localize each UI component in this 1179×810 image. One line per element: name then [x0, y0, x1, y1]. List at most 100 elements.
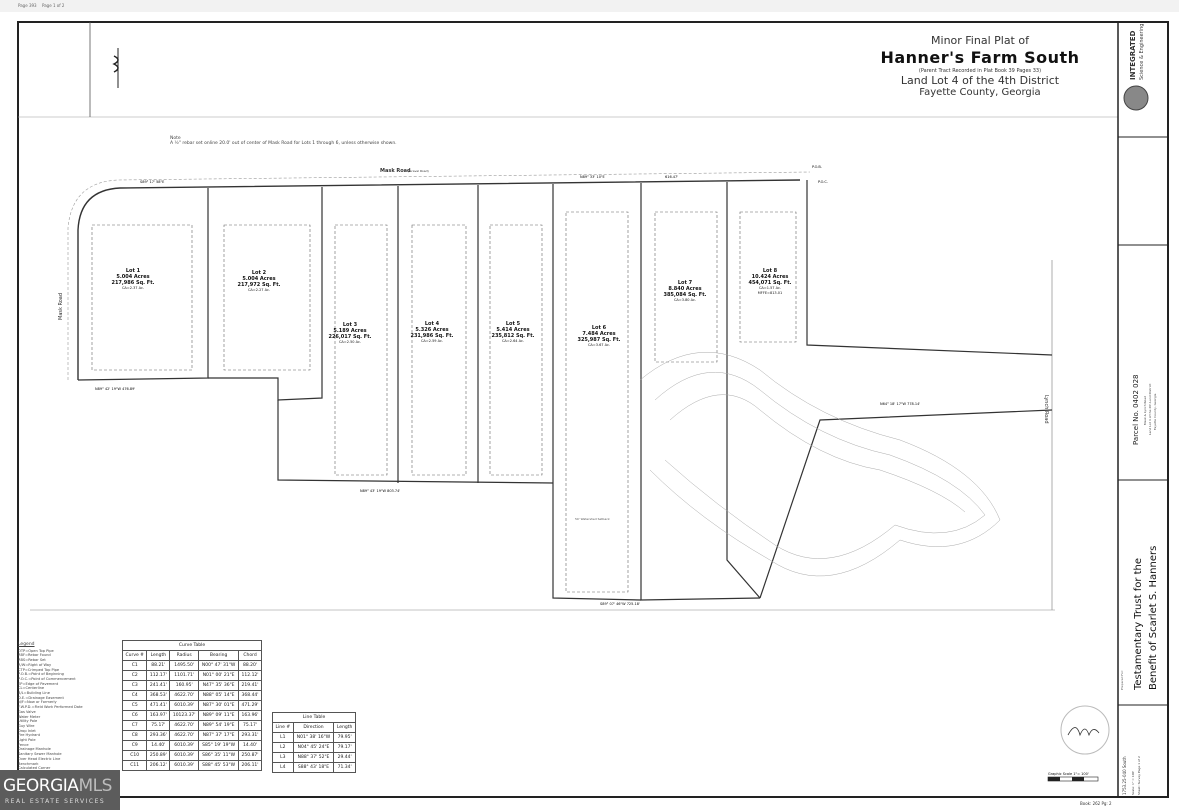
setback-label: 50' Watershed Setback	[575, 517, 610, 521]
mask-road-edge	[67, 171, 811, 380]
firm-sub: Science & Engineering	[1139, 24, 1145, 80]
legend-item: Guy Wire	[18, 723, 35, 728]
job-scale: Scale: 1" = 100'	[1131, 771, 1135, 795]
watermark-brand: GEORGIA	[3, 776, 79, 796]
table-cell: N89° 09' 11"E	[198, 710, 240, 721]
column-header: Bearing	[198, 650, 240, 661]
column-header: Radius	[169, 650, 200, 661]
table-cell: 250.87'	[238, 750, 262, 761]
parcel-number: Parcel No. 0402 028	[1132, 375, 1140, 446]
line-table-title: Line Table	[272, 712, 356, 723]
table-cell: 75.17'	[238, 720, 262, 731]
table-cell: N04° 45' 24"E	[292, 742, 335, 753]
legend-item: Fence	[18, 742, 29, 747]
table-cell: 160.95'	[169, 680, 200, 691]
table-cell: L4	[272, 762, 294, 773]
table-cell: 471.29'	[238, 700, 262, 711]
table-cell: 88.20'	[238, 660, 262, 671]
contours	[639, 352, 1001, 577]
legend-item: Calculated Corner	[18, 766, 51, 771]
table-cell: 206.11'	[238, 760, 262, 771]
svg-text:Lot 5: Lot 5	[506, 321, 521, 327]
svg-text:8.840 Acres: 8.840 Acres	[668, 286, 701, 292]
lot5-lot6-line	[552, 184, 642, 601]
svg-text:325,987 Sq. Ft.: 325,987 Sq. Ft.	[577, 337, 620, 343]
legend-item: R/W=Right of Way	[18, 662, 52, 667]
svg-text:5.414 Acres: 5.414 Acres	[496, 327, 529, 333]
svg-text:5.004 Acres: 5.004 Acres	[242, 276, 275, 282]
lots-south-line	[277, 400, 554, 484]
lot7-lot8-line	[726, 182, 761, 599]
svg-text:Lot 6: Lot 6	[592, 325, 607, 331]
svg-text:CA=2.27 Ac.: CA=2.27 Ac.	[248, 288, 270, 292]
table-cell: 1495.50'	[169, 660, 200, 671]
note-text: A ½" rebar set online 20.0' out of cente…	[170, 141, 397, 146]
curve-table-title: Curve Table	[122, 640, 262, 651]
table-cell: C2	[121, 670, 148, 681]
svg-text:Lot 8: Lot 8	[763, 268, 778, 274]
legend-item: Drop Inlet	[18, 728, 36, 733]
table-cell: L2	[272, 742, 294, 753]
job-sheet: Sheet: Survey Page 1 of 2	[1137, 756, 1141, 795]
legend-item: Fire Hydrant	[18, 733, 41, 738]
legend-item: D.E.=Drainage Easement	[18, 695, 64, 700]
svg-text:CA=2.37 Ac.: CA=2.37 Ac.	[122, 286, 144, 290]
table-cell: N47° 35' 36"E	[198, 680, 240, 691]
table-cell: N01° 38' 16"W	[292, 732, 335, 743]
table-cell: S85° 19' 19"W	[198, 740, 240, 751]
table-cell: 368.53'	[146, 690, 171, 701]
prepared-for-line1: Testamentary Trust for the	[1133, 558, 1144, 691]
table-cell: C3	[121, 680, 148, 691]
svg-text:CA=2.64 Ac.: CA=2.64 Ac.	[502, 339, 524, 343]
legend-item: Gas Valve	[18, 709, 36, 714]
parcel-road: Mask & Lynch Road	[1143, 396, 1147, 425]
note-heading: Note	[170, 136, 181, 141]
legend-title: Legend	[18, 642, 35, 647]
table-cell: 79.17'	[333, 742, 356, 753]
svg-text:217,986 Sq. Ft.: 217,986 Sq. Ft.	[111, 280, 154, 286]
table-cell: 4622.70'	[169, 730, 200, 741]
table-cell: 6010.39'	[169, 760, 200, 771]
table-cell: 293.31'	[238, 730, 262, 741]
parcel-county: Fayette County, Georgia	[1153, 393, 1157, 430]
surveyor-signature	[1067, 727, 1100, 737]
table-cell: N88° 37' 52"E	[292, 752, 335, 763]
north-arrow-icon	[112, 48, 119, 88]
table-cell: 71.34'	[333, 762, 356, 773]
svg-text:235,812 Sq. Ft.: 235,812 Sq. Ft.	[491, 333, 534, 339]
viewer-toolbar: Page 393 Page 1 of 2	[0, 0, 1179, 12]
table-cell: 14.40'	[146, 740, 171, 751]
column-header: Direction	[292, 722, 335, 733]
svg-text:231,986 Sq. Ft.: 231,986 Sq. Ft.	[410, 333, 453, 339]
svg-text:5.189 Acres: 5.189 Acres	[333, 328, 366, 334]
table-cell: 6010.39'	[169, 750, 200, 761]
table-cell: 471.41'	[146, 700, 171, 711]
svg-text:454,071 Sq. Ft.: 454,071 Sq. Ft.	[748, 280, 791, 286]
title-block: Minor Final Plat of Hanner's Farm South …	[845, 34, 1115, 98]
svg-text:CA=1.57 Ac.: CA=1.57 Ac.	[759, 286, 781, 290]
lot6-lot7-line	[640, 183, 761, 601]
table-cell: 163.97'	[146, 710, 171, 721]
prepared-for-label: Prepared For:	[1120, 670, 1124, 690]
table-cell: N89° 54' 19"E	[198, 720, 240, 731]
svg-text:226,017 Sq. Ft.: 226,017 Sq. Ft.	[328, 334, 371, 340]
sheet-border	[17, 21, 1169, 798]
table-cell: N00° 47' 31"W	[198, 660, 240, 671]
table-cell: S88° 43' 18"E	[292, 762, 335, 773]
table-cell: 241.41'	[146, 680, 171, 691]
book-page: Book: 262 Pg: 2	[1080, 801, 1112, 806]
legend-item: Drainage Manhole	[18, 747, 51, 752]
table-cell: 79.95'	[333, 732, 356, 743]
prepared-for-line2: Benefit of Scarlet S. Hanners	[1148, 546, 1159, 690]
